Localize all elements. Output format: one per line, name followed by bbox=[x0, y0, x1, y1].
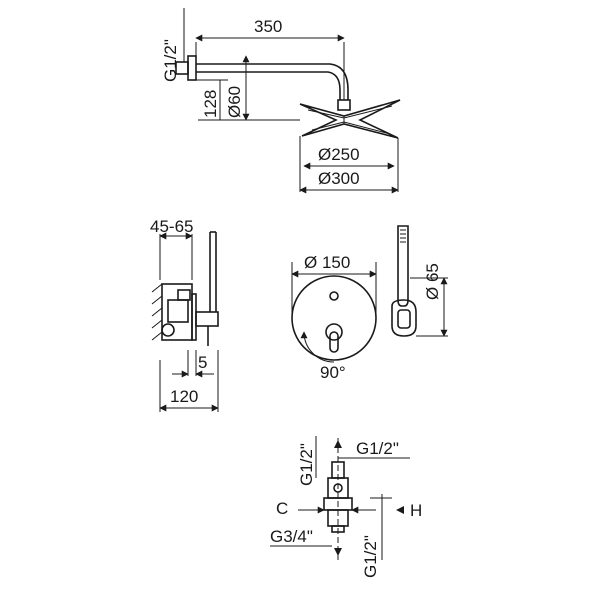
dim-top-thread: G1/2" bbox=[297, 443, 316, 486]
front-plate-view: Ø 150 90° bbox=[291, 253, 377, 382]
holder bbox=[391, 299, 417, 337]
head-connector bbox=[337, 99, 351, 111]
dim-arm-length: 350 bbox=[254, 17, 282, 36]
mixer-handle bbox=[195, 311, 219, 327]
dim-plate-dia: Ø 150 bbox=[304, 253, 350, 272]
front-handle bbox=[329, 331, 339, 353]
valve-body-view: G1/2" G1/2" C H G1/2" G3/4" bbox=[270, 436, 422, 578]
dim-offset: 5 bbox=[198, 353, 207, 372]
dim-bottom-right-thread: G1/2" bbox=[361, 535, 380, 578]
hand-shower-view: Ø 65 bbox=[391, 225, 448, 337]
dim-head-inner: Ø250 bbox=[318, 145, 360, 164]
dim-wall-depth: 45-65 bbox=[150, 217, 193, 236]
dim-inlet-thread: G1/2" bbox=[161, 39, 180, 82]
diverter-knob bbox=[329, 291, 339, 301]
dim-bottom-thread: G3/4" bbox=[270, 527, 313, 546]
label-c: C bbox=[276, 499, 288, 518]
dim-holder-dia: Ø 65 bbox=[423, 263, 442, 300]
arm-flange bbox=[187, 55, 197, 81]
dim-total: 120 bbox=[170, 387, 198, 406]
dim-head-outer: Ø300 bbox=[318, 169, 360, 188]
hand-shower bbox=[397, 225, 409, 307]
dim-flange-dia: Ø60 bbox=[225, 86, 244, 118]
side-view: 45-65 5 120 bbox=[150, 217, 219, 412]
handle-hub bbox=[325, 323, 343, 341]
dim-right-thread: G1/2" bbox=[356, 439, 399, 458]
cover-plate-front bbox=[291, 275, 377, 361]
label-h: H bbox=[410, 501, 422, 520]
rotation-angle: 90° bbox=[320, 363, 346, 382]
shower-head-view: 350 G1/2" 128 Ø60 Ø250 Ø300 bbox=[161, 8, 401, 194]
dim-arm-height: 128 bbox=[201, 90, 220, 118]
